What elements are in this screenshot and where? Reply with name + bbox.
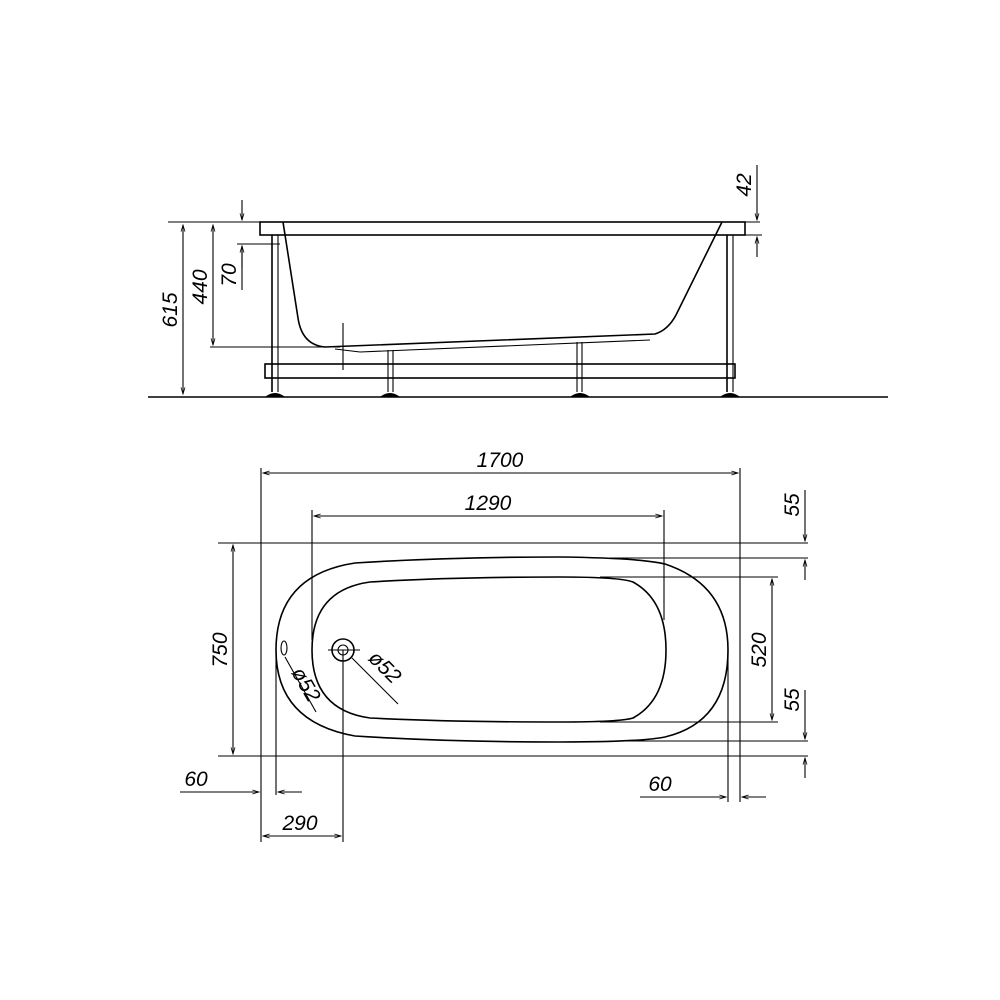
drain-icon [328,638,360,662]
dim-rim-offset: 70 [218,263,241,287]
support-frame [264,235,740,397]
tub-bottom [334,339,651,353]
dim-right-margin: 60 [648,773,672,796]
dim-drain-offset: 290 [281,812,317,835]
dim-depth: 440 [189,269,212,304]
dim-drain-diameter: ø52 [364,646,406,688]
tub-rim [259,221,746,236]
dim-total-height: 615 [159,292,182,327]
dim-top-margin: 55 [781,493,804,517]
tub-outer-rim [275,556,729,743]
dim-length: 1700 [477,449,524,472]
dim-bottom-margin: 55 [781,688,804,712]
dim-inner-length: 1290 [465,492,512,515]
dim-rim-thickness: 42 [733,173,756,197]
dim-inner-width: 520 [748,632,771,667]
overflow-icon [280,640,288,656]
tub-inner-basin [311,576,667,723]
tub-basin [282,221,723,348]
plan-view: ø52 ø52 1700 1290 750 520 55 55 60 60 29… [180,449,808,842]
side-view: 615 440 70 42 [148,165,888,398]
dim-width: 750 [209,632,232,667]
dim-left-margin: 60 [184,768,208,791]
